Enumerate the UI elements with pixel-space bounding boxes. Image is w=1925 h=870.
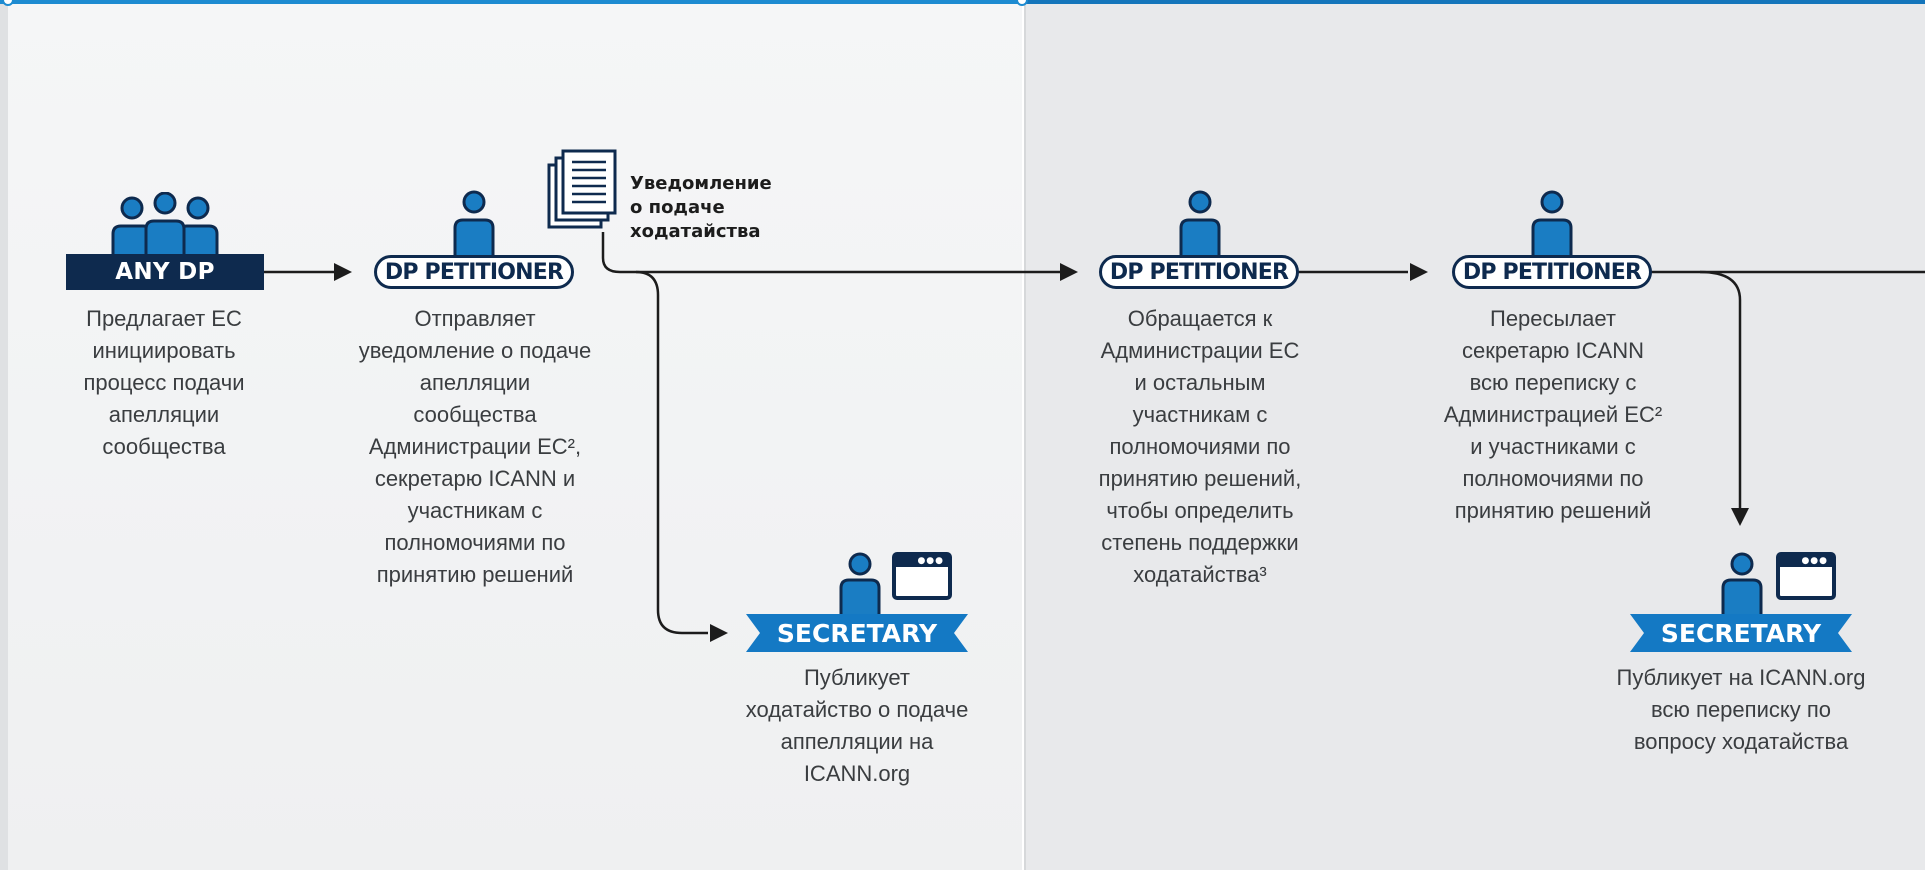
arrow-petitioner-to-petitioner2 — [601, 232, 1062, 274]
document-stack-icon — [547, 149, 617, 229]
secretary-label: SECRETARY — [776, 618, 938, 648]
left-panel — [0, 0, 1022, 870]
document-label: Уведомление о подаче ходатайства — [630, 173, 772, 242]
person-icon — [1531, 190, 1573, 258]
person-icon — [453, 190, 495, 258]
dp-petitioner-description: Пересылает секретарю ICANN всю переписку… — [1443, 306, 1663, 523]
dp-petitioner-label: DP PETITIONER — [1452, 255, 1652, 289]
dp-petitioner-description: Обращается к Администрации EC и остальны… — [1098, 306, 1302, 587]
arrowhead — [1410, 263, 1428, 281]
arrow-petitioner3-to-secretary2 — [1699, 270, 1742, 508]
dp-petitioner-description: Отправляет уведомление о подаче апелляци… — [358, 306, 592, 587]
right-panel — [1024, 0, 1925, 870]
top-bar-notch — [2, 0, 14, 6]
any-dp-label: ANY DP — [66, 254, 264, 290]
arrow-to-secretary1 — [635, 270, 708, 635]
arrowhead — [710, 624, 728, 642]
group-of-three-people-icon — [111, 192, 219, 256]
dp-petitioner-label: DP PETITIONER — [374, 255, 574, 289]
secretary-description: Публикует на ICANN.org всю переписку по … — [1616, 665, 1866, 754]
person-icon — [1721, 552, 1763, 618]
person-icon — [839, 552, 881, 618]
browser-window-icon: ●●● — [892, 552, 952, 600]
arrowhead — [334, 263, 352, 281]
any-dp-description: Предлагает EC инициировать процесс подач… — [83, 306, 245, 459]
top-accent-bar-left — [0, 0, 1022, 4]
arrowhead — [1060, 263, 1078, 281]
dp-petitioner-label: DP PETITIONER — [1099, 255, 1299, 289]
secretary-description: Публикует ходатайство о подаче аппелляци… — [745, 665, 969, 786]
arrowhead — [1731, 508, 1749, 526]
person-icon — [1179, 190, 1221, 258]
secretary-label: SECRETARY — [1660, 618, 1822, 648]
top-bar-notch — [1016, 0, 1028, 6]
secretary-ribbon — [746, 614, 968, 652]
browser-window-icon: ●●● — [1776, 552, 1836, 600]
secretary-ribbon — [1630, 614, 1852, 652]
top-accent-bar-right — [1024, 0, 1925, 4]
